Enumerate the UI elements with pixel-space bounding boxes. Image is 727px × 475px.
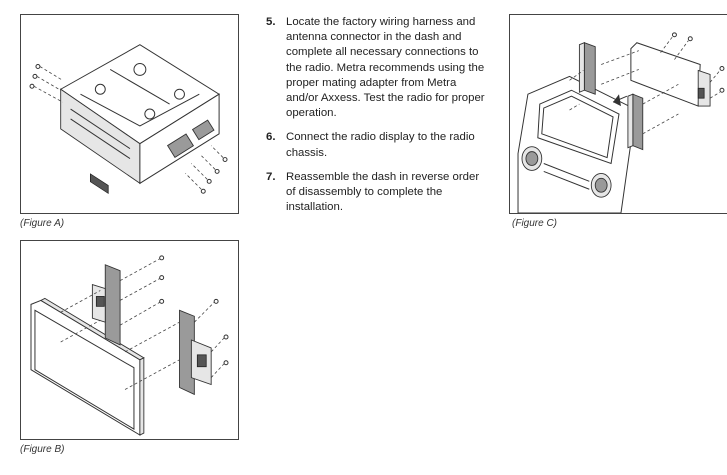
step-number: 6. [266,131,276,144]
screw-icon [671,32,725,93]
figure-c-dash-kit-illustration [509,14,727,214]
step-number: 7. [266,170,276,183]
step-text: Locate the factory wiring harness and an… [286,16,485,120]
figure-c-caption: (Figure C) [512,218,558,229]
figure-a-caption: (Figure A) [20,218,65,229]
chassis-drawing [29,44,228,194]
screw-icon [159,255,229,366]
display-drawing [30,255,229,436]
dash-kit-drawing [517,32,725,213]
step-number: 5. [266,16,276,28]
step-text: Connect the radio display to the radio c… [286,131,475,159]
step-text: Reassemble the dash in reverse order of … [286,170,480,214]
figure-b-caption: (Figure B) [20,444,65,455]
arrow-left-icon [612,94,628,107]
instruction-steps: 5. Locate the factory wiring harness and… [266,15,486,224]
step-item: 5. Locate the factory wiring harness and… [266,15,486,121]
figure-a-chassis-illustration [20,14,239,214]
screw-icon [185,145,228,194]
step-item: 7. Reassemble the dash in reverse order … [266,170,486,216]
figure-b-display-illustration [20,240,239,440]
screw-icon [29,64,63,103]
step-item: 6. Connect the radio display to the radi… [266,130,486,160]
